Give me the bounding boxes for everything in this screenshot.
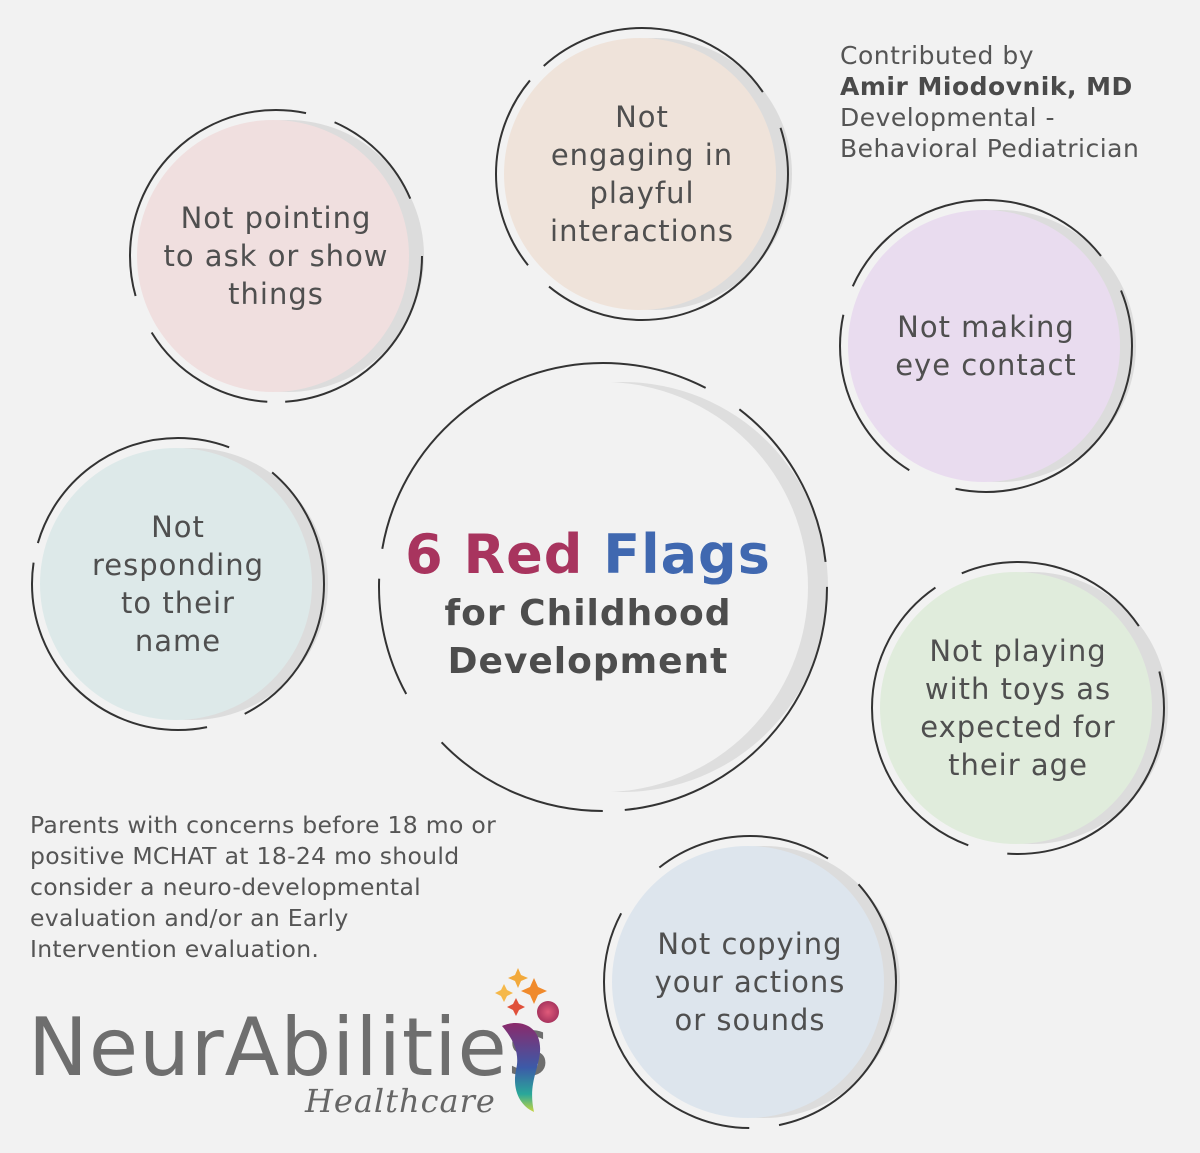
flag-line: Not making [897, 310, 1075, 344]
sparkle-icon [507, 998, 525, 1016]
flag-circle-graphic [871, 561, 1168, 855]
flag-line: eye contact [895, 348, 1077, 382]
logo-subtitle: Healthcare [305, 1082, 496, 1120]
flag-circle-graphic [31, 437, 328, 731]
logo-wordmark: NeurAbilities [28, 1001, 551, 1094]
center-title: 6 Red Flags for Childhood Development [378, 520, 798, 686]
logo-figure-icon [495, 968, 559, 1112]
flag-circle-name: Not responding to their name [30, 436, 328, 732]
title-red: 6 Red [405, 523, 584, 586]
flag-circle-graphic [603, 835, 900, 1129]
flag-circle-playful: Not engaging in playful interactions [494, 26, 792, 322]
advice-note: Parents with concerns before 18 mo or po… [30, 811, 497, 963]
contributor-name: Amir Miodovnik, MD [840, 72, 1133, 101]
logo-head [537, 1001, 559, 1023]
title-line3: Development [447, 641, 729, 682]
flag-circle-graphic [129, 109, 424, 403]
flag-line: Not pointing [180, 201, 372, 235]
flag-circle-toys: Not playing with toys as expected for th… [870, 560, 1168, 856]
flag-line: to ask or show [163, 239, 389, 273]
title-blue: Flags [603, 523, 771, 586]
contributor-block: Contributed by Amir Miodovnik, MD Develo… [840, 40, 1139, 164]
contributor-role-line1: Developmental - [840, 103, 1056, 132]
title-main: 6 Red Flags [378, 520, 798, 590]
flag-circle-graphic [839, 199, 1136, 493]
flag-line: with toys as [924, 672, 1112, 706]
flag-line: expected for [920, 710, 1116, 744]
sparkle-icon [508, 968, 528, 988]
logo-body [502, 1023, 541, 1112]
flag-text-playful: Not engaging in playful interactions [494, 26, 790, 322]
flag-line: Not [615, 100, 669, 134]
flag-circle-copying: Not copying your actions or sounds [602, 834, 900, 1130]
flag-line: your actions [654, 965, 846, 999]
flag-line: interactions [550, 214, 734, 248]
flag-circle-pointing: Not pointing to ask or show things [128, 108, 424, 404]
flag-line: Not [151, 510, 205, 544]
title-line2: for Childhood [444, 593, 732, 634]
contributor-role-line2: Behavioral Pediatrician [840, 134, 1140, 163]
flag-text-eye-contact: Not making eye contact [838, 198, 1134, 494]
sparkle-icon [521, 978, 547, 1004]
center-circle-face [398, 382, 808, 792]
flag-line: responding [91, 548, 265, 582]
flag-line: name [134, 624, 222, 658]
center-circle-graphic [378, 362, 828, 812]
flag-circle-graphic [495, 27, 792, 321]
sparkle-icon [495, 984, 513, 1002]
center-circle-ring [378, 362, 828, 812]
flag-circle-eye-contact: Not making eye contact [838, 198, 1136, 494]
flag-line: Not playing [929, 634, 1107, 668]
flag-line: to their [121, 586, 235, 620]
contributor-prefix: Contributed by [840, 41, 1034, 70]
flag-text-pointing: Not pointing to ask or show things [128, 108, 424, 404]
flag-line: their age [948, 748, 1088, 782]
center-circle [378, 362, 828, 812]
flag-line: or sounds [674, 1003, 826, 1037]
flag-line: Not copying [657, 927, 843, 961]
flag-line: engaging in [550, 138, 734, 172]
flag-line: playful [589, 176, 695, 210]
flag-line: things [228, 277, 324, 311]
flag-text-copying: Not copying your actions or sounds [602, 834, 898, 1130]
flag-text-toys: Not playing with toys as expected for th… [870, 560, 1166, 856]
flag-text-name: Not responding to their name [30, 436, 326, 732]
